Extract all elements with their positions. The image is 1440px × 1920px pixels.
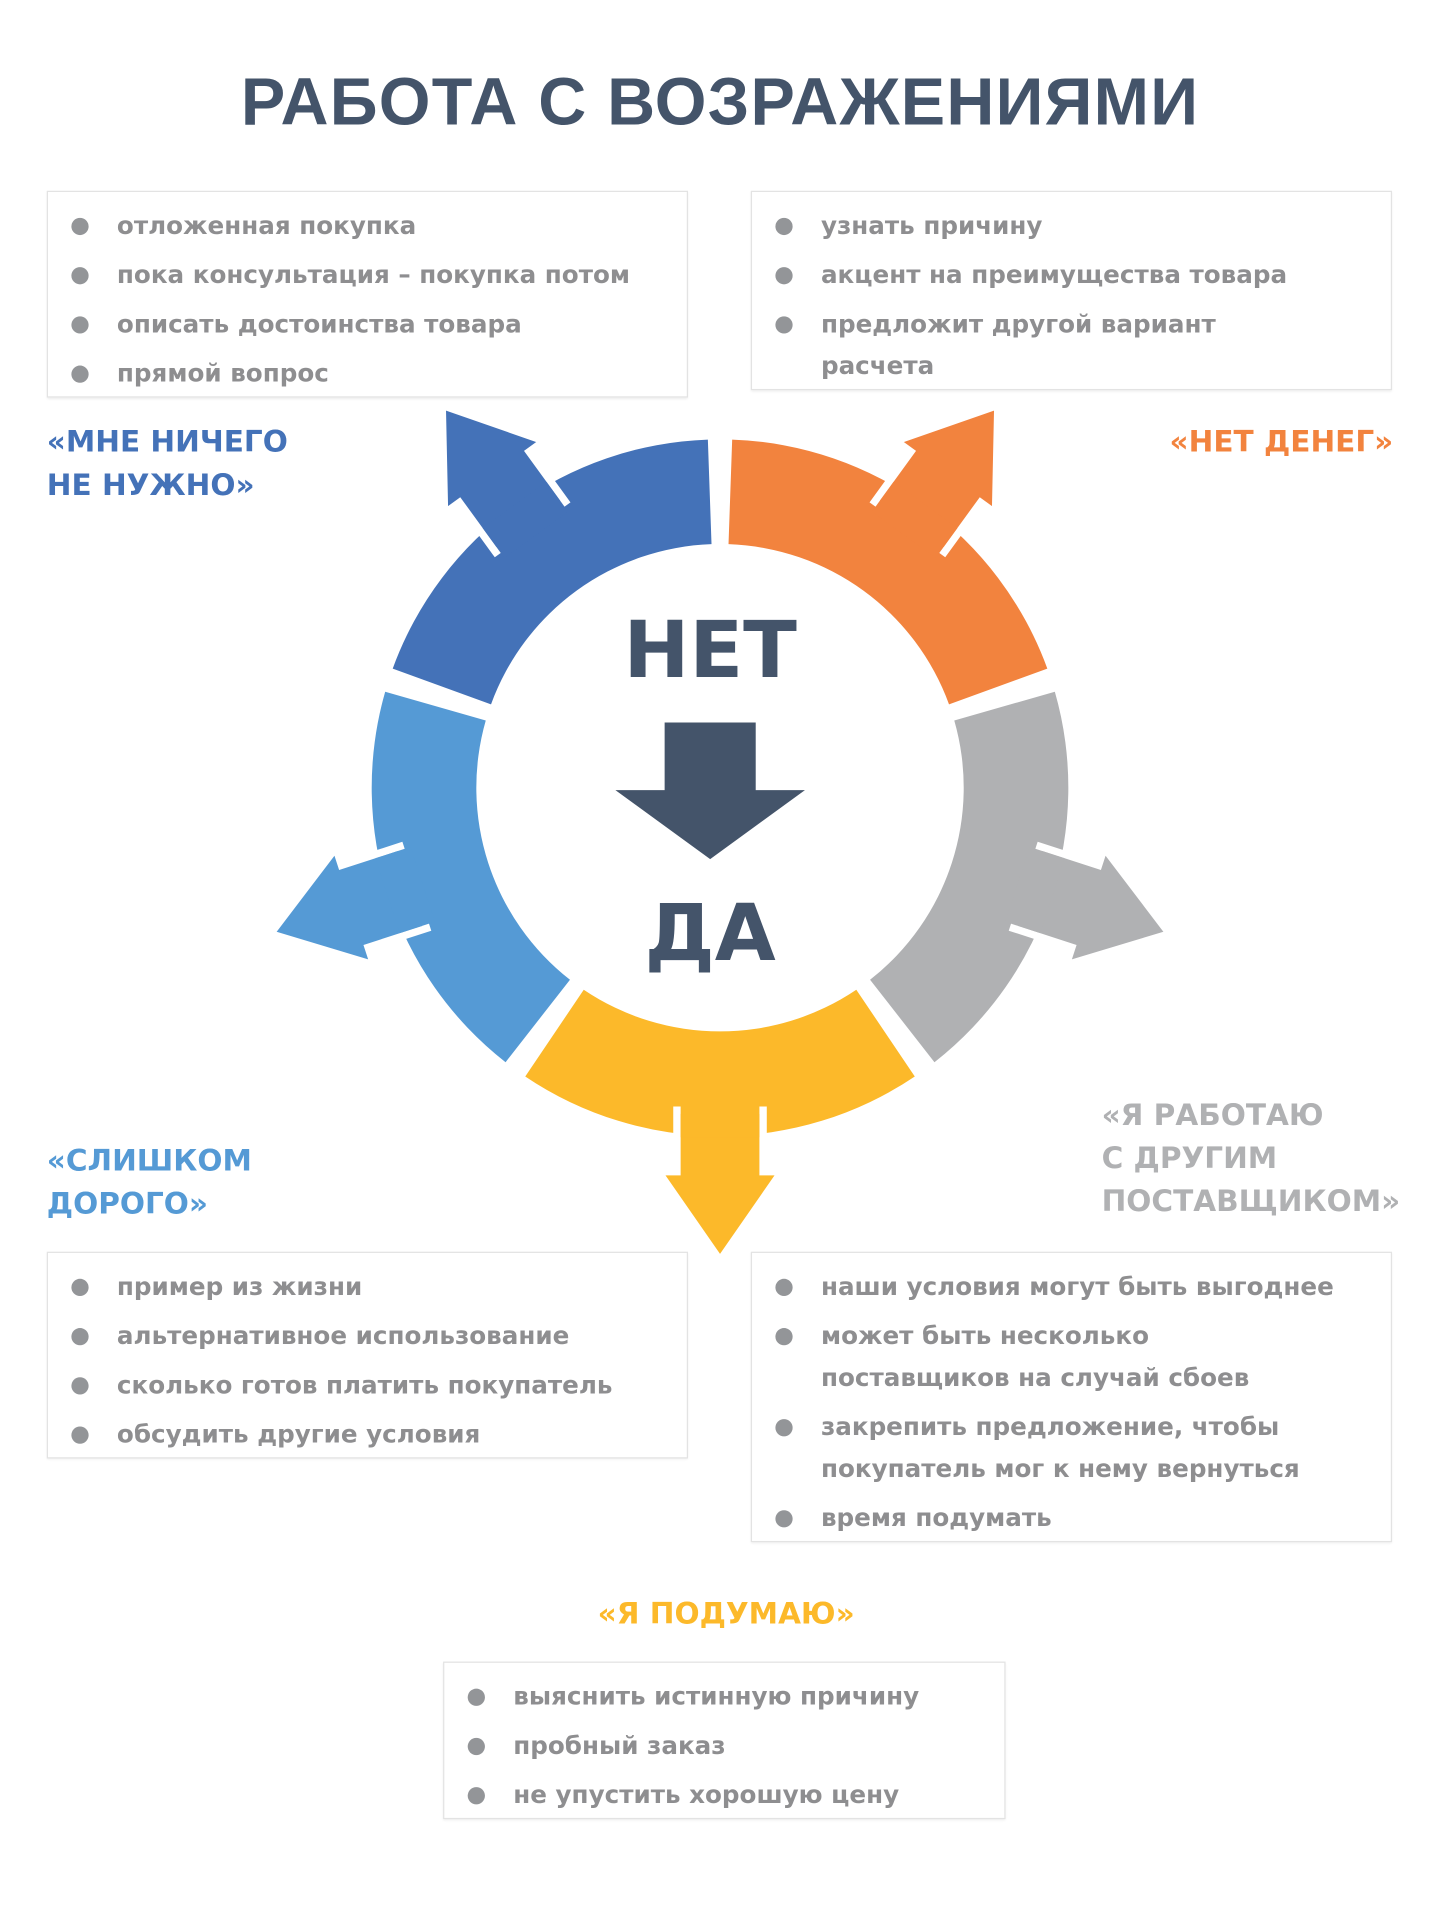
label-line: «Я РАБОТАЮ <box>1101 1097 1324 1133</box>
bullet-icon <box>775 217 793 236</box>
center-no-text: НЕТ <box>623 605 797 697</box>
arrow-joint <box>680 1100 760 1138</box>
objection-label-too-expensive: «СЛИШКОМ ДОРОГО» <box>47 1140 252 1226</box>
label-line: «СЛИШКОМ <box>46 1143 252 1178</box>
tip-item: предложит другой вариант расчета <box>752 303 1227 387</box>
tip-text: сколько готов платить покупатель <box>116 1369 613 1400</box>
tip-text: не упустить хорошую цену <box>513 1779 900 1810</box>
tip-item: не упустить хорошую цену <box>444 1774 1004 1816</box>
tip-text: предложит другой вариант расчета <box>820 308 1216 381</box>
tip-item: пример из жизни <box>48 1265 687 1307</box>
tip-text: время подумать <box>820 1502 1052 1533</box>
label-line: ДОРОГО» <box>46 1186 208 1221</box>
tips-box-nothing-needed: отложенная покупка пока консультация – п… <box>46 190 689 398</box>
tip-item: пробный заказ <box>444 1724 1004 1766</box>
bullet-icon <box>467 1688 485 1706</box>
tip-text: обсудить другие условия <box>116 1419 481 1449</box>
bullet-icon <box>71 1328 89 1346</box>
tip-item: прямой вопрос <box>48 352 687 394</box>
tip-item: акцент на преимущества товара <box>752 254 1391 296</box>
arrow-joint <box>1005 846 1065 934</box>
arrow-joint <box>482 481 569 558</box>
segment-will-think <box>525 989 915 1137</box>
tip-item: описать достоинства товара <box>48 303 687 345</box>
tip-text: альтернативное использование <box>116 1320 570 1351</box>
bullet-icon <box>775 1278 793 1297</box>
bullet-icon <box>775 1419 793 1437</box>
objection-label-will-think: «Я ПОДУМАЮ» <box>0 1593 1440 1636</box>
label-line: НЕ НУЖНО» <box>46 467 255 503</box>
tip-text: может быть несколько поставщиков на случ… <box>820 1320 1250 1393</box>
bullet-icon <box>71 1426 89 1444</box>
segment-no-money <box>728 439 1048 705</box>
tip-item: обсудить другие условия <box>48 1413 687 1455</box>
tips-box-too-expensive: пример из жизни альтернативное использов… <box>46 1251 689 1459</box>
label-line: С ДРУГИМ <box>1101 1140 1278 1176</box>
objection-label-nothing-needed: «МНЕ НИЧЕГО НЕ НУЖНО» <box>47 421 288 507</box>
down-arrow-icon <box>615 722 805 860</box>
center-yes-text: ДА <box>644 888 776 980</box>
bullet-icon <box>71 217 89 236</box>
tip-item: время подумать <box>752 1497 1391 1539</box>
label-line: ПОСТАВЩИКОМ» <box>1101 1184 1401 1219</box>
tip-item: сколько готов платить покупатель <box>48 1364 687 1406</box>
bullet-icon <box>775 1510 793 1528</box>
tip-text: отложенная покупка <box>116 210 417 241</box>
objection-label-no-money: «НЕТ ДЕНЕГ» <box>1170 421 1394 464</box>
bullet-icon <box>71 1377 89 1395</box>
tip-text: описать достоинства товара <box>116 308 522 339</box>
tip-text: прямой вопрос <box>116 358 329 388</box>
bullet-icon <box>71 267 89 285</box>
tips-box-other-supplier: наши условия могут быть выгоднее может б… <box>750 1251 1393 1543</box>
bullet-icon <box>71 1278 89 1297</box>
tip-text: акцент на преимущества товара <box>820 259 1288 290</box>
bullet-icon <box>775 1328 793 1346</box>
tip-text: выяснить истинную причину <box>513 1681 920 1711</box>
arrow-joint <box>375 846 435 934</box>
label-line: «МНЕ НИЧЕГО <box>46 424 288 460</box>
tip-text: узнать причину <box>820 210 1043 241</box>
bullet-icon <box>467 1787 485 1805</box>
arrow-will-think-icon <box>651 1106 789 1267</box>
tip-item: альтернативное использование <box>48 1314 687 1356</box>
tips-box-no-money: узнать причину акцент на преимущества то… <box>750 190 1393 391</box>
bullet-icon <box>71 316 89 334</box>
label-line: «Я ПОДУМАЮ» <box>597 1596 855 1631</box>
objection-label-other-supplier: «Я РАБОТАЮ С ДРУГИМ ПОСТАВЩИКОМ» <box>1102 1094 1401 1223</box>
tips-box-will-think: выяснить истинную причину пробный заказ … <box>443 1661 1006 1820</box>
bullet-icon <box>467 1737 485 1756</box>
tip-item: узнать причину <box>752 204 1391 246</box>
bullet-icon <box>775 316 793 334</box>
tip-item: пока консультация – покупка потом <box>48 254 687 296</box>
tip-text: наши условия могут быть выгоднее <box>820 1271 1334 1301</box>
tip-item: закрепить предложение, чтобы покупатель … <box>752 1406 1362 1490</box>
bullet-icon <box>775 267 793 285</box>
tip-item: наши условия могут быть выгоднее <box>752 1265 1391 1307</box>
tip-text: пока консультация – покупка потом <box>116 259 631 290</box>
segment-too-expensive <box>371 691 570 1063</box>
segment-nothing-needed <box>392 439 712 705</box>
page-title: РАБОТА С ВОЗРАЖЕНИЯМИ <box>240 65 1200 140</box>
arrow-joint <box>871 481 958 558</box>
tip-text: пример из жизни <box>116 1271 363 1301</box>
tip-text: закрепить предложение, чтобы покупатель … <box>820 1411 1300 1484</box>
tip-item: может быть несколько поставщиков на случ… <box>752 1314 1264 1398</box>
bullet-icon <box>71 365 89 383</box>
tip-item: отложенная покупка <box>48 204 687 246</box>
tip-item: выяснить истинную причину <box>444 1675 1004 1717</box>
tip-text: пробный заказ <box>513 1730 726 1761</box>
label-line: «НЕТ ДЕНЕГ» <box>1169 424 1394 460</box>
segment-other-supplier <box>870 691 1069 1063</box>
